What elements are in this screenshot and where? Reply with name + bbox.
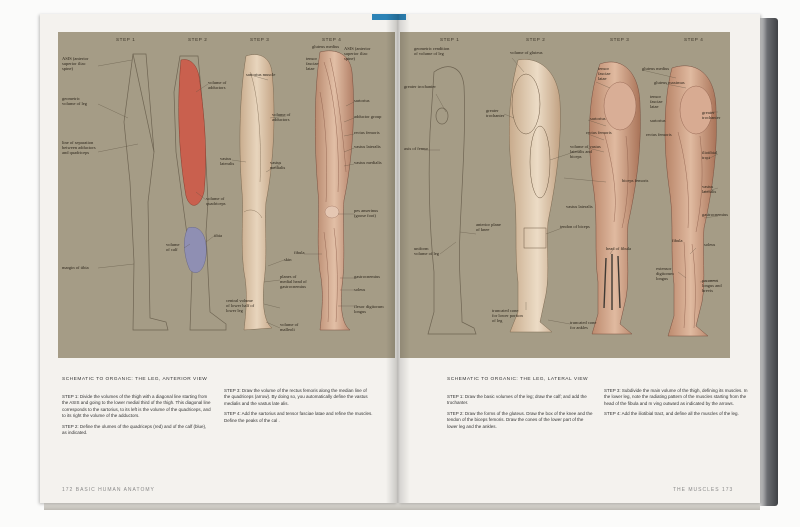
bookmark-ribbon (372, 14, 406, 20)
label-extensor-digitorum: extensor digitorum longus (656, 266, 674, 281)
label-greater-trochanter: greater trochanter (404, 84, 436, 89)
right-caption-column-1: STEP 1: Draw the basic volumes of the le… (447, 394, 595, 434)
label-soleus: soleus (704, 242, 716, 247)
label-skin: skin (284, 257, 292, 262)
label-rectus-femoris-step3: rectus femoris (586, 130, 612, 135)
right-step-4-text: STEP 4: Add the iliotibial tract, and de… (604, 411, 739, 417)
label-planes-medial-head: planes of medial head of gastrocnemius (280, 274, 307, 289)
right-step-3-text: STEP 3: Subdivide the main volume of the… (604, 388, 748, 406)
step2-leg-lateral (509, 59, 561, 333)
label-geometric-rendition: geometric rendition of volume of leg (414, 46, 450, 56)
label-gluteus-medius: gluteus medius (642, 66, 670, 71)
step4-leg-lateral (664, 65, 717, 337)
label-vastus-medialis: vastus medialis (354, 160, 382, 165)
lateral-leg-drawings (424, 57, 719, 337)
label-fibula: fibula (672, 238, 683, 243)
step1-schematic-leg (123, 53, 169, 331)
label-asis: ASIS (anterior superior iliac spine) (62, 56, 89, 71)
label-asis-step4: ASIS (anterior superior iliac spine) (344, 46, 371, 61)
label-sartorius-step4: sartorius (650, 118, 666, 123)
label-margin-of-tibia: margin of tibia (62, 265, 89, 270)
label-gastrocnemius: gastrocnemius (354, 274, 380, 279)
label-volume-of-gluteus: volume of gluteus (510, 50, 543, 55)
step-1-label: STEP 1 (440, 37, 460, 42)
step-2-label: STEP 2 (188, 37, 208, 42)
label-vastus-lateralis-step4: vastus lateralis (702, 184, 717, 194)
label-iliotibial-tract: iliotibial tract (702, 150, 718, 160)
label-tendon-of-biceps: tendon of biceps (560, 224, 590, 229)
left-caption-title: SCHEMATIC TO ORGANIC: THE LEG, ANTERIOR … (62, 377, 208, 382)
label-head-of-fibula: head of fibula (606, 246, 631, 251)
label-tensor-fasciae-latae: tensor fasciae latae (306, 56, 319, 71)
label-volume-of-adductors: volume of adductors (208, 80, 227, 90)
step-3-label: STEP 3 (250, 37, 270, 42)
step-3-label: STEP 3 (610, 37, 630, 42)
step3-leg (239, 54, 275, 331)
label-rectus-femoris-step4: rectus femoris (646, 132, 672, 137)
label-truncated-cone-ankles: truncated cone for ankles (570, 320, 597, 330)
right-caption-column-2: STEP 3: Subdivide the main volume of the… (604, 388, 754, 422)
label-tensor-fasciae-step4: tensor fasciae latae (650, 94, 663, 109)
label-gluteus-medius: gluteus medius (312, 44, 340, 49)
left-step-4-text: STEP 4: Add the sartorius and tensor fas… (224, 411, 373, 423)
label-adductor-group: adductor group (354, 114, 382, 119)
label-central-volume: central volume of lower half of lower le… (226, 298, 255, 313)
step-4-label: STEP 4 (322, 37, 342, 42)
step-4-label: STEP 4 (684, 37, 704, 42)
left-step-2-text: STEP 2: Define the olumes of the quadric… (62, 423, 207, 436)
label-anterior-plane-of-knee: anterior plane of knee (476, 222, 501, 232)
right-step-2-text: STEP 2: Draw the forms of the gluteus. D… (447, 410, 593, 429)
label-sartorius-muscle: sartorius muscle (246, 72, 276, 77)
label-axis-of-femur: axis of femur (404, 146, 428, 151)
left-step-3-text: STEP 3: Draw the volume of the rectus fe… (224, 388, 368, 406)
label-biceps-femoris: biceps femoris (622, 178, 649, 183)
label-tibia: tibia (214, 233, 222, 238)
label-truncated-cone-lower: truncated cone for lower portion of leg (492, 308, 523, 323)
step1-schematic-leg-lateral (427, 66, 477, 335)
label-fibula: fibula (294, 250, 305, 255)
label-vastus-medialis-step3: vastus medialis (270, 160, 286, 170)
label-gluteus-maximus: gluteus maximus (654, 80, 685, 85)
book-cover-edge (760, 18, 778, 506)
label-tensor-fasciae-step3: tensor fasciae latae (598, 66, 611, 81)
anterior-view-illustration: STEP 1 STEP 2 STEP 3 STEP 4 ASIS (anteri… (58, 32, 395, 358)
label-greater-trochanter-step4: greater trochanter (702, 110, 721, 120)
label-peroneus: peroneus longus and brevis (702, 278, 722, 293)
book-page-block (44, 502, 760, 510)
label-volume-of-malleoli: volume of malleoli (280, 322, 299, 332)
label-geometric-volume: geometric volume of leg (62, 96, 87, 106)
anterior-leg-drawings (97, 50, 355, 331)
step-1-label: STEP 1 (116, 37, 136, 42)
label-rectus-femoris: rectus femoris (354, 130, 380, 135)
step4-leg (314, 50, 354, 331)
right-page-folio: THE MUSCLES 173 (673, 487, 734, 493)
label-line-of-separation: line of separation between adductors and… (62, 140, 96, 155)
lateral-view-illustration: STEP 1 STEP 2 STEP 3 STEP 4 geometric re… (400, 32, 730, 358)
step-2-label: STEP 2 (526, 37, 546, 42)
right-caption-title: SCHEMATIC TO ORGANIC: THE LEG, LATERAL V… (447, 377, 589, 382)
label-sartorius: sartorius (354, 98, 370, 103)
label-uniform-volume: uniform volume of leg (414, 246, 439, 256)
label-volume-of-quadriceps: volume of quadriceps (206, 196, 226, 206)
left-caption-column-1: STEP 1: Divide the volumes of the thigh … (62, 394, 212, 440)
right-step-1-text: STEP 1: Draw the basic volumes of the le… (447, 394, 587, 406)
label-volume-of-adductors-step3: volume of adductors (272, 112, 291, 122)
left-step-1-text: STEP 1: Divide the volumes of the thigh … (62, 394, 211, 419)
label-vastus-lateralis-step3: vastus lateralis (220, 156, 235, 166)
label-vastus-lateralis: vastus lateralis (354, 144, 381, 149)
step3-leg-lateral (589, 61, 641, 335)
label-flexor-digitorum: flexor digitorum longus (354, 304, 384, 314)
label-gastrocnemius: gastrocnemius (702, 212, 728, 217)
label-greater-trochanter-step2: greater trochanter (486, 108, 505, 118)
label-volume-of-calf: volume of calf (166, 242, 180, 252)
label-pes-anserinus: pes anserinus (goose foot) (354, 208, 379, 218)
left-caption-column-2: STEP 3: Draw the volume of the rectus fe… (224, 388, 374, 428)
left-page-folio: 172 BASIC HUMAN ANATOMY (62, 487, 155, 493)
label-vastus-lateralis-step3: vastus lateralis (566, 204, 593, 209)
label-sartorius-step3: sartorius (590, 116, 606, 121)
label-volume-of-vastus: volume of vastus lateralis and biceps (570, 144, 601, 159)
step2-leg (173, 55, 227, 331)
label-soleus: soleus (354, 287, 366, 292)
